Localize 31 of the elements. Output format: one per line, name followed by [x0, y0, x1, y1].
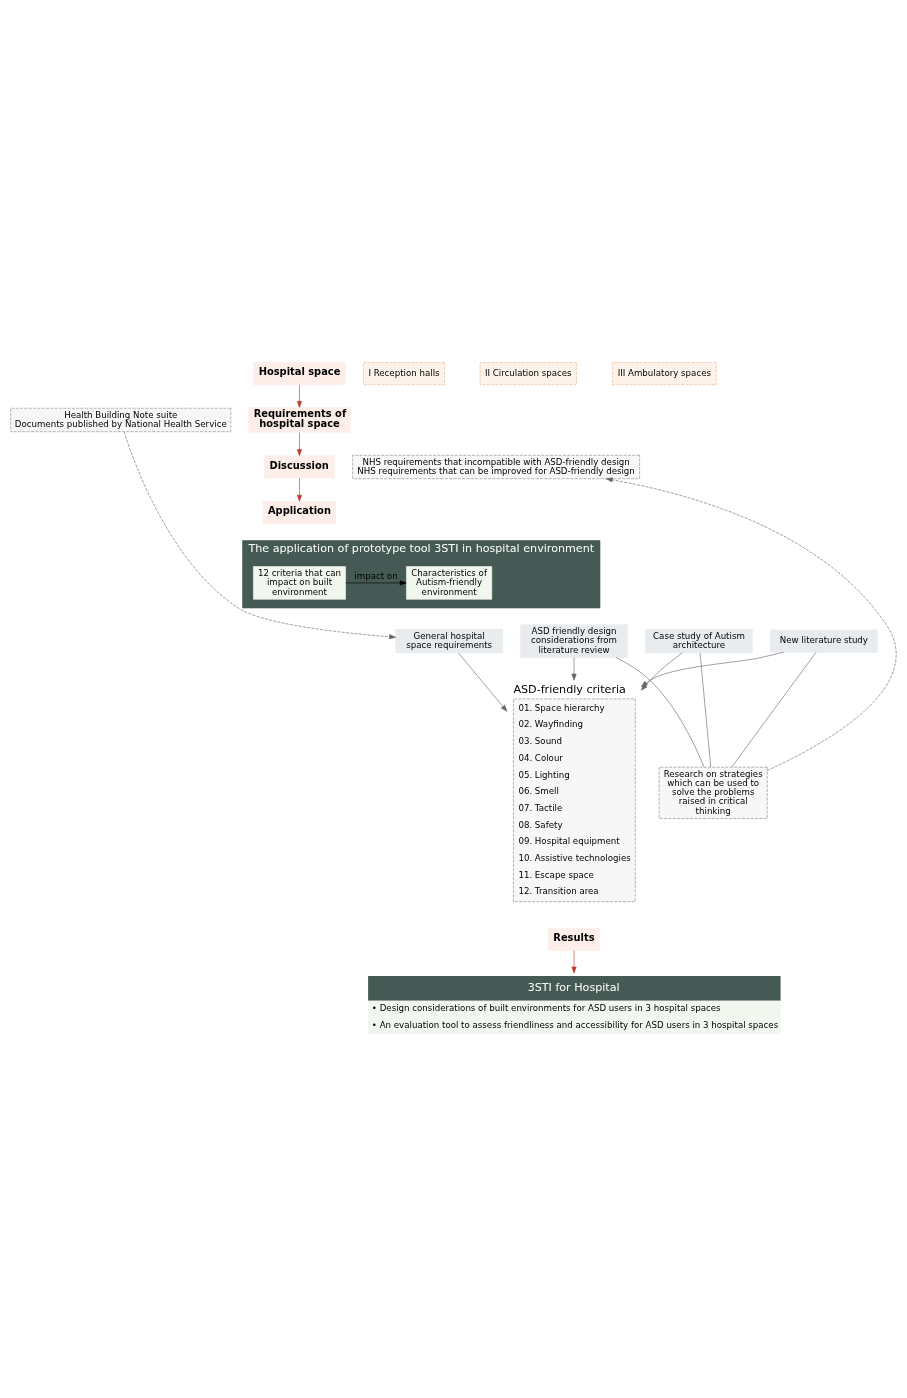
arrow — [297, 431, 302, 456]
edge-label: impact on — [354, 570, 398, 581]
node-box: III Ambulatory spaces — [612, 361, 717, 385]
node-box: II Circulation spaces — [479, 361, 577, 385]
connector — [699, 652, 712, 767]
arrow — [571, 949, 577, 973]
connector — [731, 651, 817, 767]
node-box: General hospital space requirements — [395, 628, 503, 653]
arrow — [297, 384, 302, 408]
node-label: ASD-friendly criteria — [513, 682, 626, 696]
node-box: Discussion — [264, 455, 335, 478]
node-box: 12 criteria that can impact on built environment — [253, 565, 346, 600]
node-box: Health Building Note suite Documents published by National Health Service — [10, 407, 232, 432]
node-box: NHS requirements that incompatible with ASD-friendly design NHS requirements that can be improved for ASD-friendly design — [352, 454, 640, 479]
node-box: Application — [262, 500, 337, 524]
arrow — [123, 431, 396, 639]
node-box: Characteristics of Autism-friendly environment — [406, 565, 493, 600]
node-box: I Reception halls — [363, 361, 445, 385]
node-box: Requirements of hospital space — [248, 406, 351, 433]
node-box: Results — [548, 927, 600, 951]
node-box: Hospital space — [253, 361, 346, 385]
node-box: New literature study — [770, 629, 878, 652]
arrow — [571, 656, 577, 680]
arrow — [605, 476, 897, 771]
connector — [615, 656, 705, 767]
arrow — [458, 652, 508, 712]
node-box: Case study of Autism architecture — [645, 628, 753, 653]
arrow — [297, 477, 302, 502]
node-box: ASD friendly design considerations from literature review — [520, 623, 628, 658]
node-box: Research on strategies which can be used to solve the problems raised in critical thinking — [658, 766, 768, 819]
arrow — [345, 579, 407, 585]
